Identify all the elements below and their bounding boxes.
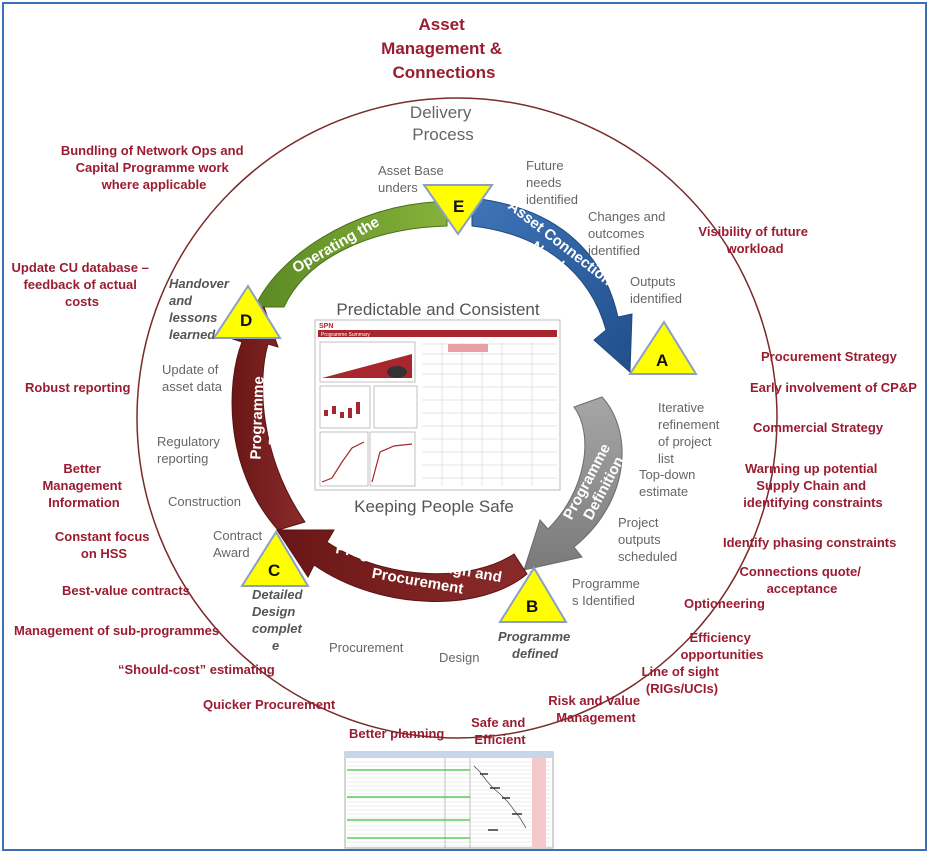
label-bundling: Bundling of Network Ops and Capital Prog… — [61, 143, 247, 192]
node-c: C — [240, 530, 310, 587]
label-construction: Construction — [168, 494, 241, 509]
label-iterative-refinement: Iterative refinement of project list — [658, 400, 723, 466]
label-update-cu: Update CU database – feedback of actual … — [12, 260, 153, 309]
node-d: D — [212, 284, 282, 339]
label-better-planning: Better planning — [349, 726, 444, 741]
node-e: E — [422, 184, 494, 236]
asset-connection-arrow — [471, 197, 633, 374]
center-bottom-label: Keeping People Safe — [354, 497, 514, 516]
label-procurement-strategy: Procurement Strategy — [761, 349, 898, 364]
gantt-chart-thumbnail — [344, 751, 554, 849]
label-top-down-estimate: Top-down estimate — [639, 467, 699, 499]
label-visibility: Visibility of future workload — [698, 224, 811, 256]
label-contract-award: Contract Award — [213, 528, 266, 560]
label-sub-programmes: Management of sub-programmes — [14, 623, 219, 638]
label-changes-outcomes: Changes and outcomes identified — [588, 209, 669, 258]
label-connections-quote: Connections quote/ acceptance — [740, 564, 865, 596]
programme-delivery-arrow — [229, 306, 306, 531]
label-programmes-identified: Programme s Identified — [572, 576, 644, 608]
label-quicker-procurement: Quicker Procurement — [203, 697, 336, 712]
programme-delivery-label: Programme Delivery — [247, 372, 285, 461]
outer-circle — [136, 97, 778, 739]
svg-text:Programme Summary: Programme Summary — [321, 332, 370, 338]
label-risk-value: Risk and Value Management — [548, 693, 643, 725]
label-should-cost: “Should-cost” estimating — [118, 662, 275, 677]
label-procurement: Procurement — [329, 640, 404, 655]
label-detailed-design: Detailed Design complet e — [252, 587, 306, 653]
label-phasing-constraints: Identify phasing constraints — [723, 535, 896, 550]
svg-text:C: C — [268, 561, 280, 580]
label-asset-base: Asset Base unders — [378, 163, 447, 195]
label-safe-efficient: Safe and Efficient — [471, 715, 529, 747]
label-warming-up: Warming up potential Supply Chain and id… — [743, 461, 882, 510]
operating-assets-label: Operating the Assets — [289, 211, 395, 292]
label-constant-focus: Constant focus on HSS — [55, 529, 153, 561]
programme-summary-thumbnail: SPN Programme Summary — [314, 319, 561, 491]
label-commercial-strategy: Commercial Strategy — [753, 420, 884, 435]
label-robust-reporting: Robust reporting — [25, 380, 130, 395]
delivery-process-label: Delivery Process — [410, 103, 476, 144]
label-line-of-sight: Line of sight (RIGs/UCIs) — [642, 664, 723, 696]
label-project-outputs: Project outputs scheduled — [618, 515, 677, 564]
label-regulatory-reporting: Regulatory reporting — [157, 434, 224, 466]
svg-text:SPN: SPN — [319, 323, 333, 330]
label-early-involvement: Early involvement of CP&P — [750, 380, 917, 395]
label-best-value: Best-value contracts — [62, 583, 190, 598]
label-future-needs: Future needs identified — [526, 158, 578, 207]
label-update-asset-data: Update of asset data — [162, 362, 223, 394]
node-a: A — [628, 320, 698, 375]
label-efficiency: Efficiency opportunities — [680, 630, 763, 662]
label-better-mi: Better Management Information — [42, 461, 125, 510]
programme-design-arrow — [276, 529, 528, 602]
delivery-process-diagram: Asset Management & Connections Delivery … — [12, 15, 917, 849]
svg-text:B: B — [526, 597, 538, 616]
label-optioneering: Optioneering — [684, 596, 765, 611]
label-outputs-identified: Outputs identified — [630, 274, 682, 306]
label-design: Design — [439, 650, 479, 665]
node-b: B — [498, 566, 568, 623]
center-top-label: Predictable and Consistent — [336, 300, 539, 319]
label-handover-lessons: Handover and lessons learned — [169, 276, 233, 342]
label-programme-defined: Programme defined — [498, 629, 574, 661]
svg-text:D: D — [240, 311, 252, 330]
main-title: Asset Management & Connections — [381, 15, 507, 82]
svg-text:A: A — [656, 351, 668, 370]
svg-text:E: E — [453, 197, 464, 216]
